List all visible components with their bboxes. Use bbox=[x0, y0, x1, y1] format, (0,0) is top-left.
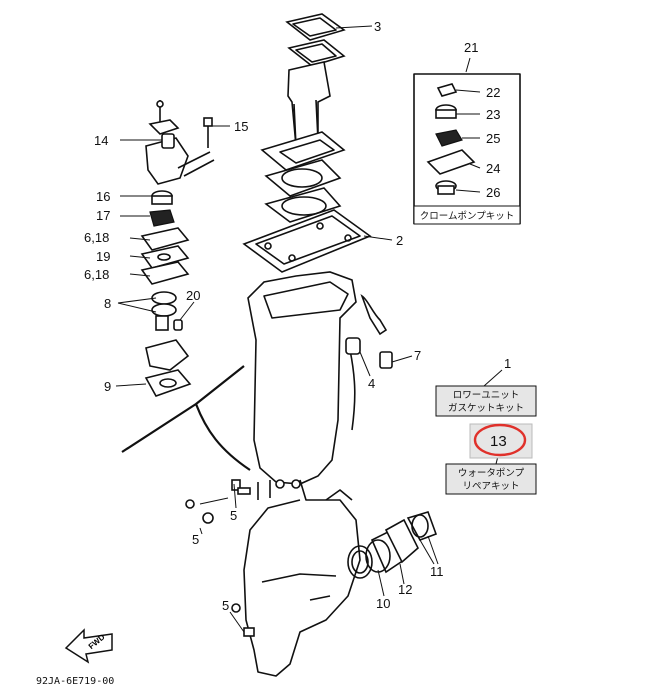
lower-unit-gasket-kit-line1: ロワーユニット bbox=[453, 390, 520, 401]
callout-9: 9 bbox=[104, 379, 111, 394]
callout-6-18a: 6,18 bbox=[84, 230, 109, 245]
callout-26: 26 bbox=[486, 185, 500, 200]
leader-lines bbox=[115, 25, 503, 633]
callout-12: 12 bbox=[398, 582, 412, 597]
callout-13: 13 bbox=[490, 433, 507, 450]
water-tube-parts bbox=[345, 293, 393, 431]
annotation-line bbox=[121, 365, 251, 471]
callout-7: 7 bbox=[414, 348, 421, 363]
lower-unit-gasket-kit-line2: ガスケットキット bbox=[448, 403, 524, 414]
upper-tube-assembly bbox=[242, 13, 372, 273]
callout-5b: 5 bbox=[192, 532, 199, 547]
callout-14: 14 bbox=[94, 133, 108, 148]
callout-11: 11 bbox=[430, 564, 444, 579]
chrome-pump-kit-bracket bbox=[413, 73, 521, 225]
callout-numbers: 1 2 3 4 5 5 5 6,18 6,18 7 8 9 10 11 12 1… bbox=[84, 19, 511, 613]
callout-16: 16 bbox=[96, 189, 110, 204]
callout-25: 25 bbox=[486, 131, 500, 146]
water-pump-repair-kit-line2: リペアキット bbox=[462, 481, 519, 492]
lower-unit-housing bbox=[243, 271, 361, 677]
highlight-circle bbox=[473, 423, 527, 457]
water-pump-stack bbox=[140, 100, 215, 397]
callout-21: 21 bbox=[464, 40, 478, 55]
water-pump-repair-kit-box bbox=[445, 423, 537, 495]
callout-20: 20 bbox=[186, 288, 200, 303]
callout-6-18b: 6,18 bbox=[84, 267, 109, 282]
callout-17: 17 bbox=[96, 208, 110, 223]
callout-19: 19 bbox=[96, 249, 110, 264]
callout-3: 3 bbox=[374, 19, 381, 34]
chrome-pump-kit-label: クロームポンプキット bbox=[420, 211, 514, 222]
propeller-shaft-parts bbox=[347, 511, 438, 579]
callout-2: 2 bbox=[396, 233, 403, 248]
callout-24: 24 bbox=[486, 161, 500, 176]
lower-unit-gasket-kit-box bbox=[435, 385, 537, 417]
diagram-code: 92JA-6E719-00 bbox=[36, 676, 114, 687]
callout-1: 1 bbox=[504, 356, 511, 371]
callout-5c: 5 bbox=[222, 598, 229, 613]
callout-23: 23 bbox=[486, 107, 500, 122]
callout-15: 15 bbox=[234, 119, 248, 134]
callout-5a: 5 bbox=[230, 508, 237, 523]
callout-8: 8 bbox=[104, 296, 111, 311]
fwd-arrow-icon bbox=[64, 628, 113, 664]
bolts bbox=[185, 479, 301, 637]
water-pump-repair-kit-line1: ウォータポンプ bbox=[458, 468, 525, 479]
callout-22: 22 bbox=[486, 85, 500, 100]
chrome-pump-kit-parts bbox=[426, 83, 476, 195]
callout-4: 4 bbox=[368, 376, 375, 391]
callout-10: 10 bbox=[376, 596, 390, 611]
